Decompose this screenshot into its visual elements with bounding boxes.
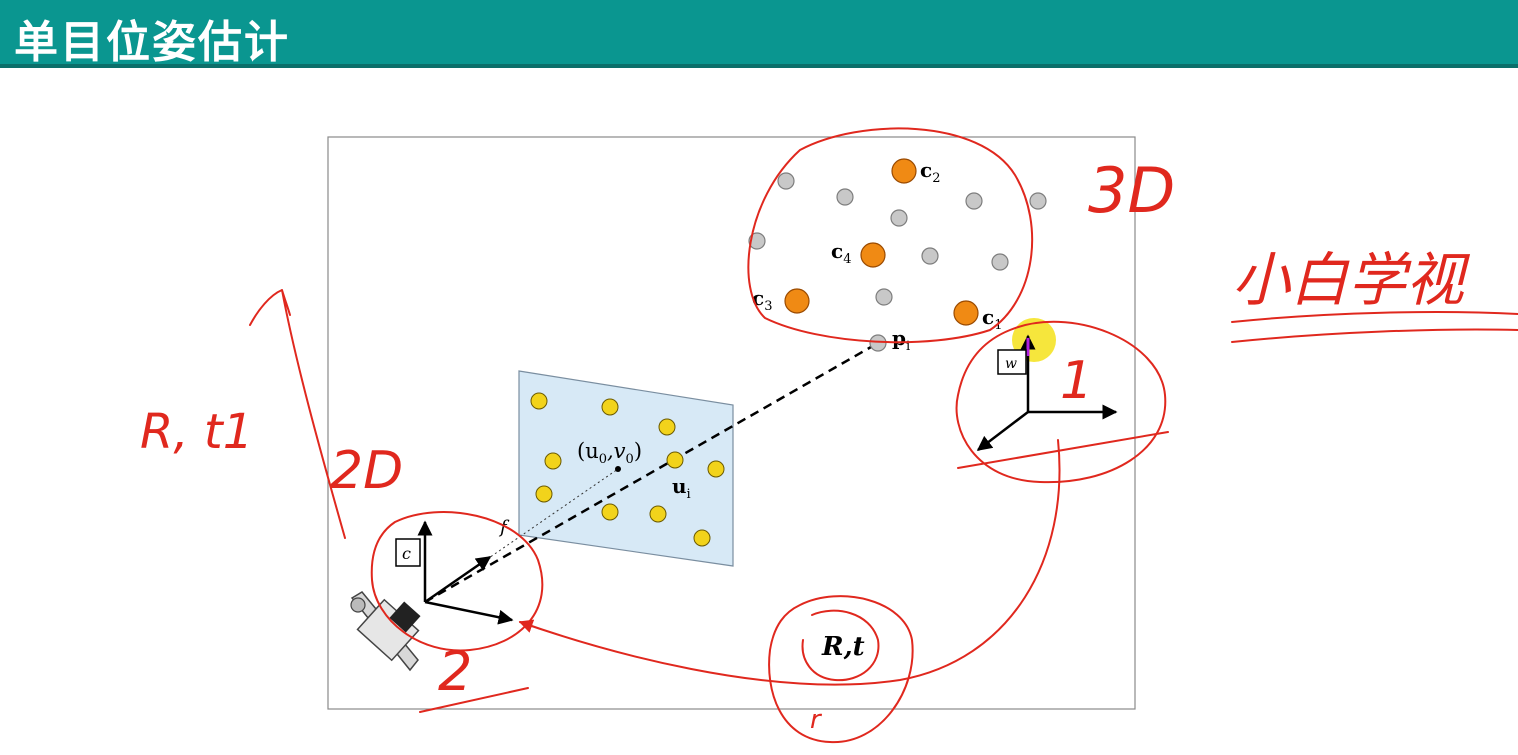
annotation-rt-circle: [768, 595, 914, 744]
principal-point: [615, 466, 621, 472]
label-c2: c2: [920, 158, 940, 186]
annotation-world-underline: [957, 431, 1169, 469]
title-underline: [0, 64, 1518, 68]
annotation-watermark-underline: [1231, 311, 1518, 343]
camera-frame-axes: [417, 520, 514, 625]
label-c1: c1: [982, 305, 1002, 333]
world-point: [921, 247, 939, 265]
image-point: [693, 529, 711, 547]
hand-label-rt1: R, t1: [140, 404, 253, 460]
annotation-transform-arrow: [518, 439, 1061, 686]
control-point-c4: [860, 242, 886, 268]
control-point-c3: [784, 288, 810, 314]
page-title: 单目位姿估计: [14, 17, 290, 68]
image-point: [601, 503, 619, 521]
camera-frame-box: [395, 538, 421, 567]
world-frame-box: [997, 349, 1027, 375]
image-point: [649, 505, 667, 523]
optical-axis: [424, 468, 619, 603]
camera-icon: [350, 591, 421, 672]
label-transform: R,t: [821, 632, 865, 662]
world-point: [1029, 192, 1047, 210]
label-ui: ui: [672, 474, 691, 502]
control-point-c2: [891, 158, 917, 184]
annotation-world-circle: [955, 320, 1167, 484]
image-point: [535, 485, 553, 503]
figure-labels: c2 c4 c3 c1 pi ui (u0,v0) f c w R,t: [402, 158, 1017, 662]
label-pi: pi: [892, 326, 910, 354]
hand-watermark: 小白学视: [1232, 246, 1471, 314]
control-points: [784, 158, 979, 326]
annotation-two-underline: [419, 687, 529, 713]
label-c4: c4: [831, 239, 851, 267]
label-principal-point: (u0,v0): [577, 439, 642, 467]
hand-label-3d: 3D: [1088, 154, 1175, 227]
image-point: [666, 451, 684, 469]
annotation-3d-cluster: [747, 127, 1034, 344]
label-world-frame: w: [1005, 356, 1017, 372]
projection-ray: [424, 341, 879, 604]
hand-label-2d: 2D: [330, 441, 403, 501]
hand-label-one: 1: [1060, 351, 1093, 411]
image-point: [544, 452, 562, 470]
world-point: [890, 209, 908, 227]
world-points: [748, 172, 1047, 352]
control-point-c1: [953, 300, 979, 326]
image-point: [707, 460, 725, 478]
image-point: [601, 398, 619, 416]
world-point: [965, 192, 983, 210]
title-bar: 单目位姿估计: [0, 0, 1518, 68]
hand-annotations: [249, 127, 1518, 744]
world-point: [748, 232, 766, 250]
world-point: [777, 172, 795, 190]
annotation-camera-circle: [370, 511, 544, 652]
world-point-pi: [869, 334, 887, 352]
image-point: [658, 418, 676, 436]
image-feature-points: [530, 392, 725, 547]
hand-label-r: r: [810, 705, 823, 735]
annotation-rt1-arrow: [249, 289, 346, 539]
image-point: [530, 392, 548, 410]
world-point: [991, 253, 1009, 271]
label-camera-frame: c: [402, 544, 411, 563]
world-point: [875, 288, 893, 306]
hand-label-two: 2: [438, 640, 472, 703]
handwritten-labels: 3D 2D R, t1 1 2 r 小白学视: [140, 154, 1471, 735]
annotation-rt-inner: [801, 609, 880, 682]
world-point: [836, 188, 854, 206]
